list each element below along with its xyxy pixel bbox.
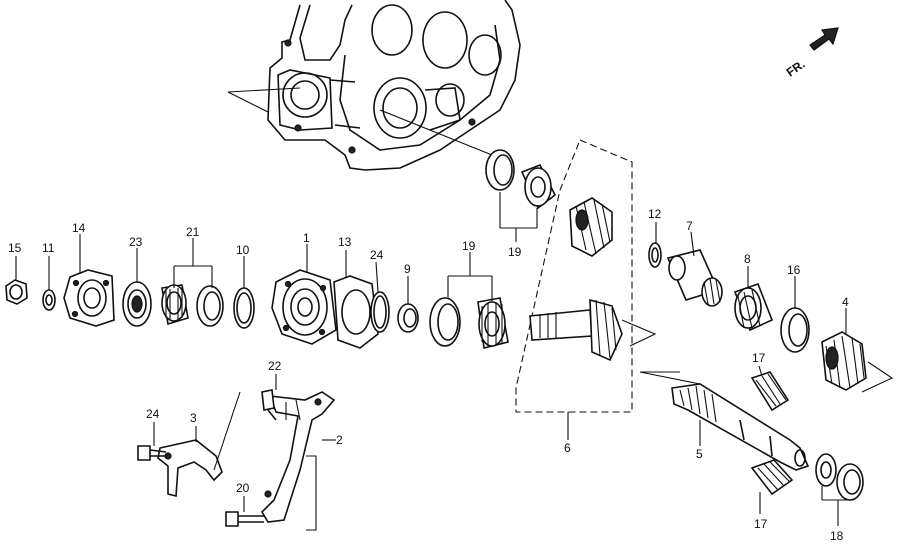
callout-24-lower: 20 bbox=[236, 481, 250, 495]
part-24-bolt-lower bbox=[225, 511, 264, 527]
part-3-bracket bbox=[157, 439, 223, 498]
leader-lines bbox=[15, 192, 854, 531]
part-5-mainshaft bbox=[671, 383, 810, 471]
part-21-bearing bbox=[122, 281, 152, 327]
callout-1: 1 bbox=[303, 231, 310, 245]
part-12-washer bbox=[648, 242, 662, 268]
orientation-label: FR. bbox=[784, 57, 808, 80]
part-9-oil-seal bbox=[397, 303, 419, 333]
part-14-flange bbox=[63, 269, 115, 327]
guide-line bbox=[213, 391, 241, 471]
transmission-housing bbox=[267, 0, 521, 171]
part-19-taper-bearing-upper bbox=[520, 163, 557, 210]
part-10-shim bbox=[233, 287, 255, 329]
callout-17-lower: 17 bbox=[754, 517, 768, 531]
part-6-gear-set bbox=[515, 139, 633, 413]
callout-17-upper: 17 bbox=[752, 351, 766, 365]
callout-18: 18 bbox=[830, 529, 844, 543]
part-23-bolt bbox=[261, 389, 277, 421]
guide-line bbox=[285, 399, 301, 421]
part-4-gear bbox=[821, 331, 867, 391]
callout-5: 5 bbox=[696, 447, 703, 461]
callout-23: 22 bbox=[268, 359, 282, 373]
part-20-taper-bearing bbox=[161, 284, 189, 326]
part-2-bracket bbox=[260, 391, 336, 523]
callout-21: 23 bbox=[129, 235, 143, 249]
guide-line bbox=[639, 371, 701, 385]
callout-9: 9 bbox=[404, 262, 411, 276]
front-direction-arrow-icon bbox=[809, 27, 839, 51]
callout-6: 6 bbox=[564, 441, 571, 455]
callout-19-upper: 19 bbox=[508, 245, 522, 259]
guide-line bbox=[621, 319, 657, 347]
callout-24-left: 24 bbox=[146, 407, 160, 421]
callout-7: 7 bbox=[686, 219, 693, 233]
part-16-ring bbox=[780, 307, 810, 353]
callout-2: 2 bbox=[336, 433, 343, 447]
callout-labels: 15 11 14 23 21 10 1 13 24 9 19 19 12 7 8… bbox=[8, 207, 849, 543]
part-19-taper-bearing-lower bbox=[477, 297, 509, 349]
callout-15: 15 bbox=[8, 241, 22, 255]
part-1-bearing-holder bbox=[271, 269, 337, 345]
part-18-bearing bbox=[815, 453, 864, 501]
callout-19-lower: 19 bbox=[462, 239, 476, 253]
part-19-bearing-race-upper bbox=[485, 149, 515, 191]
callout-12: 12 bbox=[648, 207, 662, 221]
callout-3: 3 bbox=[190, 411, 197, 425]
part-11-washer bbox=[42, 289, 56, 311]
callout-8: 8 bbox=[744, 252, 751, 266]
guide-line bbox=[861, 361, 894, 393]
callout-11: 11 bbox=[42, 241, 55, 255]
guide-line bbox=[379, 109, 493, 156]
part-8-needle-bearing bbox=[733, 282, 774, 332]
part-15-nut bbox=[5, 279, 28, 305]
callout-20: 21 bbox=[186, 225, 200, 239]
part-7-collar bbox=[666, 249, 723, 307]
part-13-gasket bbox=[333, 275, 379, 349]
callout-10: 10 bbox=[236, 243, 250, 257]
part-19-bearing-race-lower bbox=[429, 297, 461, 347]
part-20-bearing-race bbox=[196, 285, 224, 327]
part-17-needle-bearing-upper bbox=[750, 371, 790, 412]
part-24-bolt-left bbox=[137, 445, 167, 461]
callout-4: 4 bbox=[842, 295, 849, 309]
callout-14: 14 bbox=[72, 221, 86, 235]
callout-22: 24 bbox=[370, 248, 384, 262]
callout-13: 13 bbox=[338, 235, 352, 249]
callout-16: 16 bbox=[787, 263, 801, 277]
part-17-needle-bearing-lower bbox=[750, 459, 794, 496]
guide-line bbox=[227, 87, 301, 113]
part-22-o-ring bbox=[370, 291, 390, 333]
